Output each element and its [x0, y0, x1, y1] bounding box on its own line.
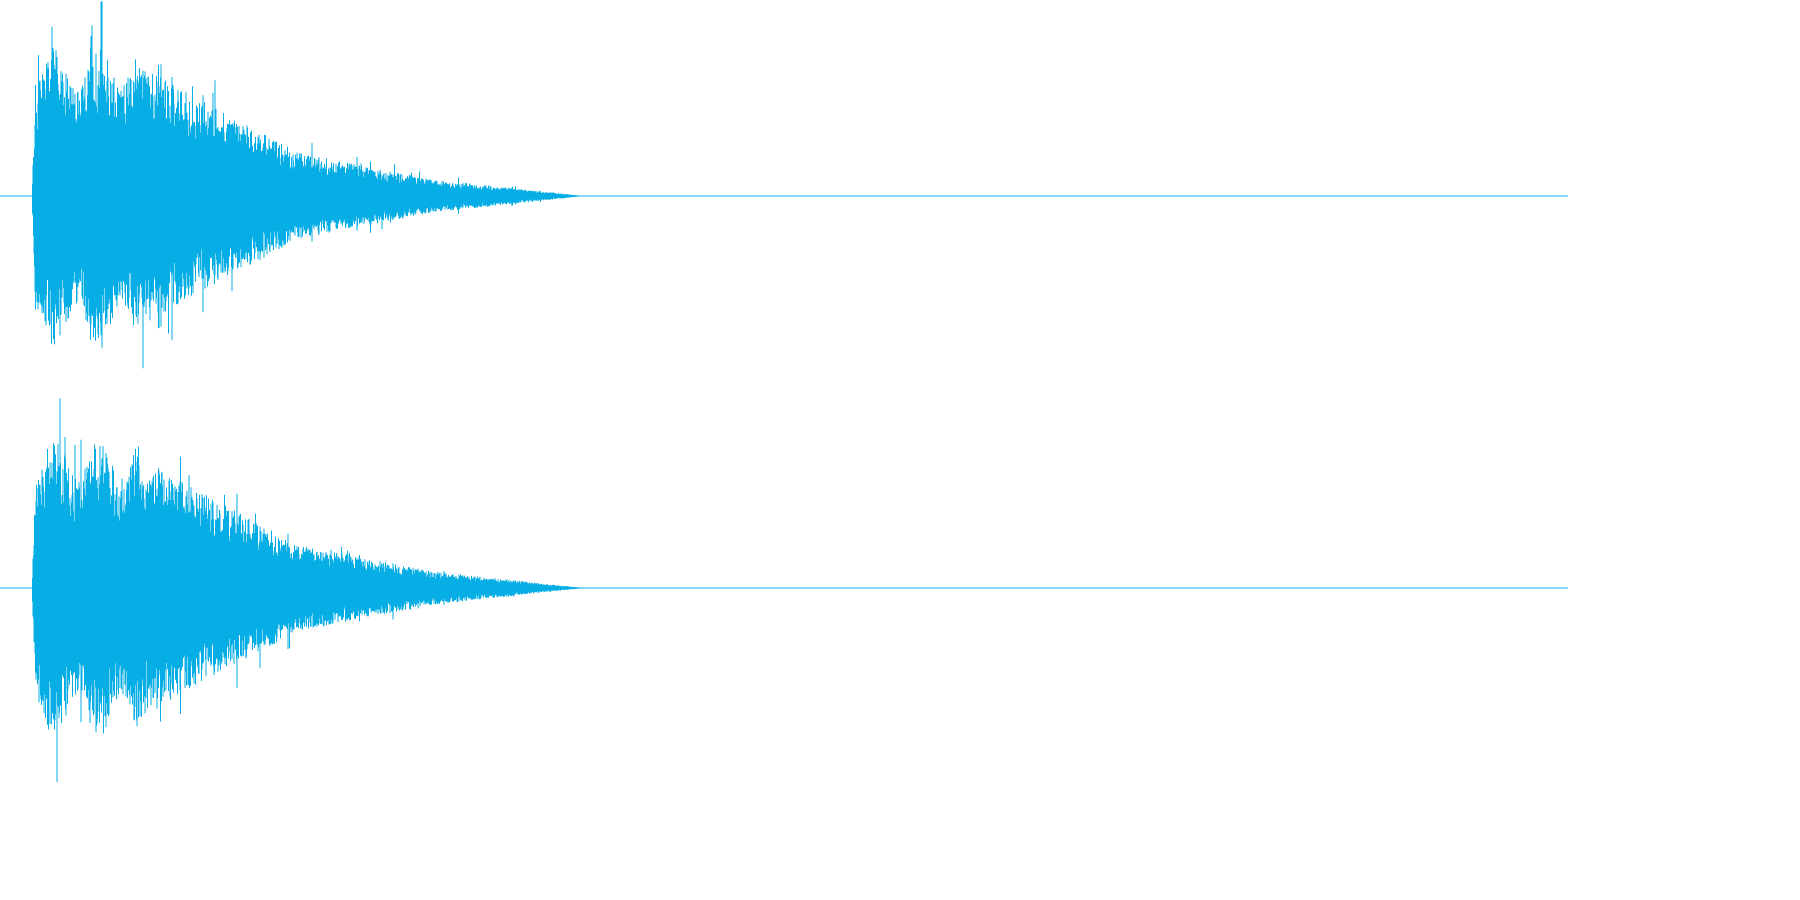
waveform-channel-1-plot	[0, 1, 1568, 369]
waveform-channel-2-plot	[0, 398, 1568, 782]
waveform-view[interactable]	[0, 0, 1568, 784]
waveform-channel-1[interactable]	[0, 0, 1568, 392]
channel-1-waveform-path	[32, 1, 580, 369]
channel-2-waveform-path	[32, 398, 580, 782]
waveform-channel-2[interactable]	[0, 392, 1568, 784]
